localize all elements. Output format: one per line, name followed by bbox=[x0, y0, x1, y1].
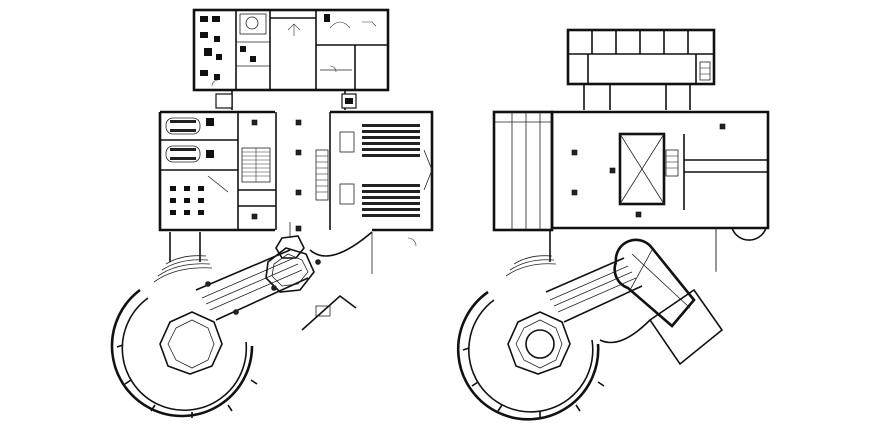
right-entrance bbox=[505, 230, 557, 277]
auditorium-seating bbox=[339, 124, 433, 217]
left-entrance bbox=[153, 222, 305, 283]
left-top-annex bbox=[192, 8, 390, 92]
left-main-block bbox=[158, 110, 434, 232]
right-circular-hall bbox=[456, 290, 605, 421]
left-diagonal-gallery bbox=[195, 231, 417, 331]
right-diagonal-gallery bbox=[545, 228, 724, 366]
right-floor-plan bbox=[456, 28, 770, 421]
left-circular-hall bbox=[110, 288, 258, 418]
left-stair-core bbox=[241, 147, 271, 183]
right-main-block bbox=[492, 110, 770, 270]
classroom-desks bbox=[170, 175, 229, 215]
right-top-annex bbox=[566, 28, 716, 86]
left-connector bbox=[215, 90, 357, 110]
left-floor-plan bbox=[110, 8, 434, 418]
